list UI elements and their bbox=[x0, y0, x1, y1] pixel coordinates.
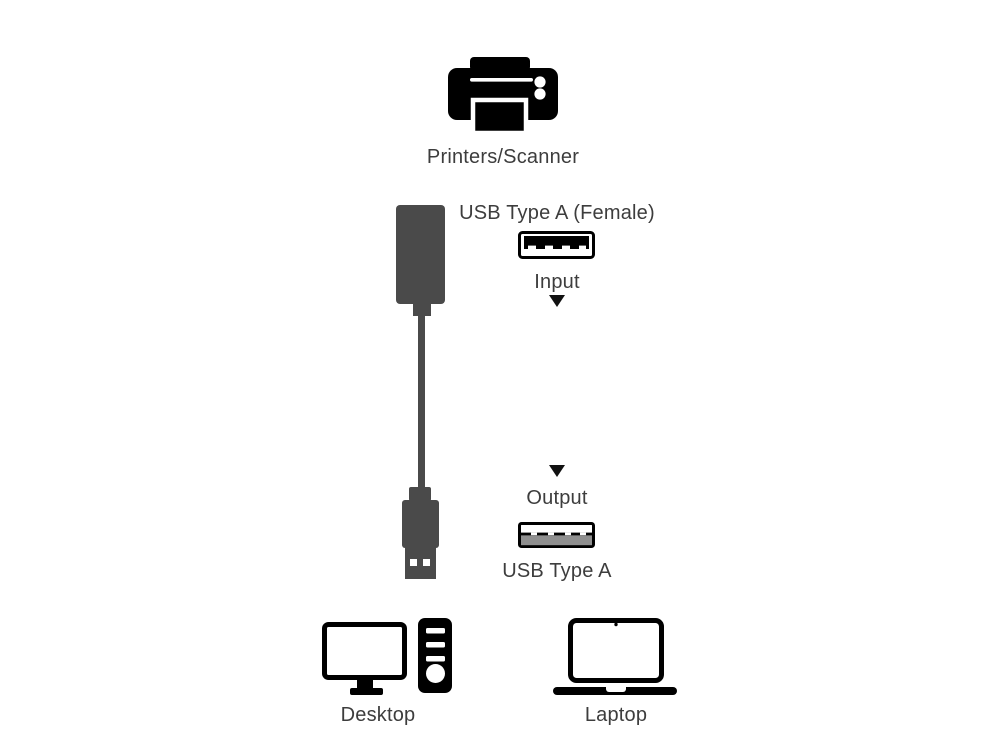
cable-male-connector-shield bbox=[405, 548, 436, 579]
cable-wire bbox=[418, 315, 425, 488]
desktop-label: Desktop bbox=[340, 704, 416, 726]
printer-label: Printers/Scanner bbox=[426, 146, 580, 168]
cable-male-strain-relief bbox=[409, 487, 431, 501]
usb-contact-hole bbox=[423, 559, 430, 566]
cable-female-connector bbox=[396, 205, 445, 304]
laptop-icon bbox=[551, 614, 679, 703]
cable-female-neck bbox=[413, 302, 431, 316]
down-arrow-icon bbox=[549, 465, 565, 477]
down-arrow-icon bbox=[549, 295, 565, 307]
usb-a-male-plug-icon bbox=[518, 522, 595, 553]
desktop-computer-icon bbox=[320, 616, 455, 704]
laptop-label: Laptop bbox=[584, 704, 648, 726]
output-flow-label: Output bbox=[526, 487, 588, 509]
output-connector-label: USB Type A bbox=[502, 560, 612, 582]
usb-a-female-port-icon bbox=[518, 231, 595, 264]
usb-contact-hole bbox=[410, 559, 417, 566]
printer-icon bbox=[448, 57, 558, 140]
input-connector-label: USB Type A (Female) bbox=[459, 202, 655, 224]
cable-male-connector-body bbox=[402, 500, 439, 548]
input-flow-label: Input bbox=[534, 271, 580, 293]
